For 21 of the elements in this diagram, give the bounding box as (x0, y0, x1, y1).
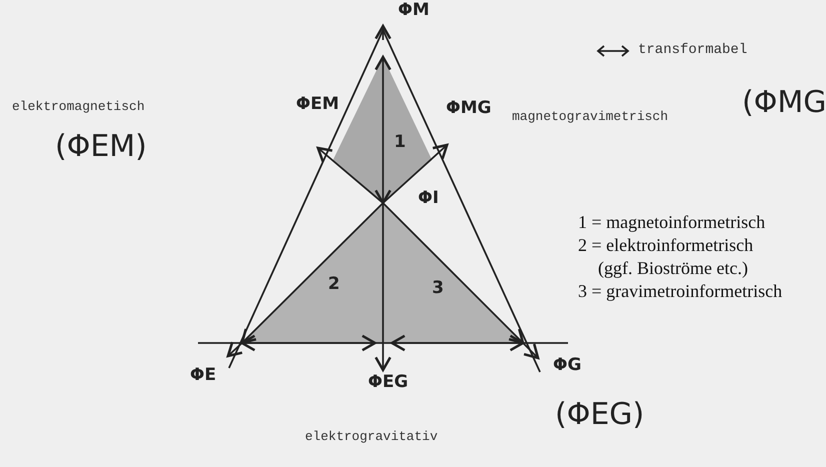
symbol-label: ΦM (398, 2, 430, 19)
symbol-label: ΦG (553, 357, 582, 374)
region-number: 1 (394, 134, 406, 151)
symbol-label: (ΦEM) (55, 132, 147, 162)
symbol-label: ΦEM (296, 96, 339, 113)
symbol-label: (ΦEG) (555, 400, 644, 430)
symbol-label: ΦI (418, 190, 439, 207)
caption-text: elektrogravitativ (305, 430, 438, 443)
symbol-label: ΦMG (446, 100, 492, 117)
legend-text: 2 = elektroinformetrisch (578, 236, 754, 254)
region-number: 3 (432, 280, 444, 297)
caption-text: magnetogravimetrisch (512, 110, 668, 123)
caption-text: elektromagnetisch (12, 100, 145, 113)
symbol-label: ΦEG (368, 374, 408, 391)
symbol-label: ΦE (190, 367, 216, 384)
legend-text: 3 = gravimetroinformetrisch (578, 282, 782, 300)
legend-text: (ggf. Bioströme etc.) (598, 259, 748, 277)
legend-text: 1 = magnetoinformetrisch (578, 213, 766, 231)
region-number: 2 (328, 276, 340, 293)
legend-text: transformabel (638, 41, 748, 60)
symbol-label: (ΦMG (742, 88, 826, 118)
